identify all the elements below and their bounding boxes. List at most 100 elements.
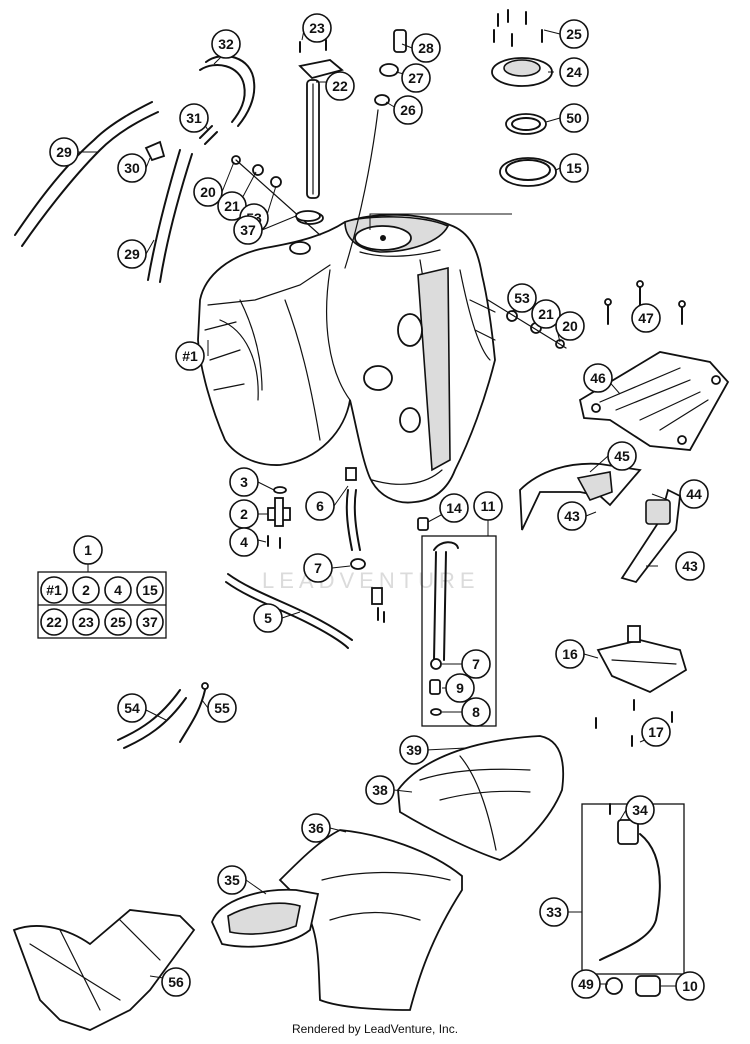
callout: 49 (571, 969, 601, 999)
callout: 56 (161, 967, 191, 997)
callout: 9 (445, 673, 475, 703)
kit-table-cell: 4 (104, 576, 132, 604)
callout: 20 (193, 177, 223, 207)
wire-55 (179, 682, 209, 743)
svg-text:44: 44 (686, 486, 702, 502)
watermark: LEADVENTURE (262, 568, 480, 593)
svg-text:1: 1 (84, 542, 92, 558)
callout: 45 (607, 441, 637, 471)
fuel-line (225, 573, 385, 649)
o-ring-37 (295, 210, 321, 222)
seat-rear (397, 735, 565, 861)
svg-text:43: 43 (564, 508, 580, 524)
svg-text:53: 53 (514, 290, 530, 306)
svg-text:9: 9 (456, 680, 464, 696)
seat-foam (12, 909, 196, 1031)
svg-text:20: 20 (200, 184, 216, 200)
callout: 34 (625, 795, 655, 825)
kit-box-11 (421, 535, 497, 727)
seat-front (278, 829, 463, 1011)
small-screws-23 (299, 39, 327, 53)
filler-cap (491, 9, 553, 87)
callout: 29 (117, 239, 147, 269)
svg-text:46: 46 (590, 370, 606, 386)
svg-text:7: 7 (314, 560, 322, 576)
screw-stack-left (231, 155, 321, 236)
leader-lines (78, 29, 676, 987)
callout: 10 (675, 971, 705, 1001)
overflow-hose-right (147, 149, 193, 283)
holder (519, 462, 642, 531)
fuel-tap-group (267, 486, 291, 549)
callout: 2 (229, 499, 259, 529)
callout: 21 (531, 299, 561, 329)
svg-text:15: 15 (566, 160, 582, 176)
svg-text:56: 56 (168, 974, 184, 990)
svg-text:2: 2 (82, 582, 90, 598)
callout: 47 (631, 303, 661, 333)
svg-text:38: 38 (372, 782, 388, 798)
svg-text:25: 25 (566, 26, 582, 42)
svg-text:23: 23 (309, 20, 325, 36)
fuel-tank (197, 213, 496, 504)
svg-text:54: 54 (124, 700, 140, 716)
callout: 20 (555, 311, 585, 341)
ring-seal-50 (505, 113, 547, 135)
svg-text:7: 7 (472, 656, 480, 672)
callout: 50 (559, 103, 589, 133)
side-bracket (620, 488, 681, 584)
svg-text:47: 47 (638, 310, 654, 326)
svg-text:45: 45 (614, 448, 630, 464)
svg-text:16: 16 (562, 646, 578, 662)
callout: 7 (303, 553, 333, 583)
svg-text:10: 10 (682, 978, 698, 994)
callout: 3 (229, 467, 259, 497)
svg-text:31: 31 (186, 110, 202, 126)
callout: #1 (175, 341, 205, 371)
callout: 54 (117, 693, 147, 723)
kit-table-cell: 22 (40, 608, 68, 636)
callout: 43 (557, 501, 587, 531)
callout: 1 (73, 535, 103, 565)
callout: 25 (559, 19, 589, 49)
hose-bend (117, 689, 187, 749)
svg-text:15: 15 (142, 582, 158, 598)
callout: 22 (325, 71, 355, 101)
screw-stack-right (487, 299, 567, 349)
callout: 8 (461, 697, 491, 727)
hose-connector-31 (199, 125, 218, 145)
callout: 6 (305, 491, 335, 521)
kit-table-cell: 15 (136, 576, 164, 604)
svg-text:49: 49 (578, 976, 594, 992)
svg-text:20: 20 (562, 318, 578, 334)
svg-text:29: 29 (124, 246, 140, 262)
callout: 43 (675, 551, 705, 581)
svg-text:4: 4 (114, 582, 122, 598)
svg-text:35: 35 (224, 872, 240, 888)
callout: 53 (507, 283, 537, 313)
svg-text:55: 55 (214, 700, 230, 716)
svg-text:21: 21 (538, 306, 554, 322)
cap-gasket-15 (499, 157, 557, 187)
callout: 36 (301, 813, 331, 843)
svg-text:26: 26 (400, 102, 416, 118)
callout: 29 (49, 137, 79, 167)
tank-bracket (578, 351, 730, 451)
overflow-hose-left (14, 101, 159, 247)
callout: 55 (207, 693, 237, 723)
kit-table-cell: 23 (72, 608, 100, 636)
svg-text:22: 22 (332, 78, 348, 94)
svg-text:30: 30 (124, 160, 140, 176)
svg-text:22: 22 (46, 614, 62, 630)
svg-text:23: 23 (78, 614, 94, 630)
svg-text:17: 17 (648, 724, 664, 740)
plug-assembly (344, 29, 407, 269)
callout: 16 (555, 639, 585, 669)
svg-text:21: 21 (224, 198, 240, 214)
svg-text:11: 11 (481, 498, 496, 514)
svg-text:14: 14 (446, 500, 462, 516)
svg-text:37: 37 (240, 222, 256, 238)
svg-text:39: 39 (406, 742, 422, 758)
tap-14 (417, 517, 429, 531)
